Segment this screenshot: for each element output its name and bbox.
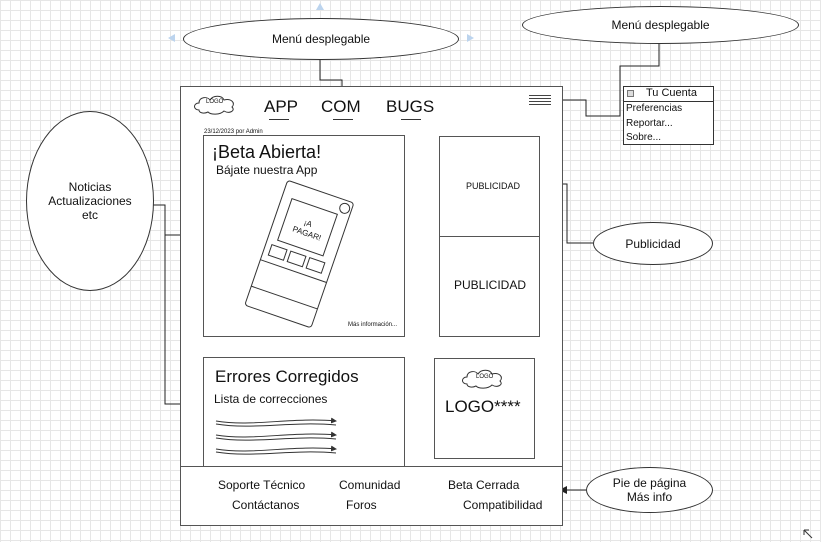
ad-slot-top-label: PUBLICIDAD — [466, 181, 521, 191]
footer-compatibility-link[interactable]: Compatibilidad — [463, 498, 543, 512]
callout-ads: Publicidad — [593, 222, 713, 265]
beta-post-title: ¡Beta Abierta! — [212, 142, 322, 162]
callout-news-line-2: Actualizaciones — [48, 194, 132, 208]
callout-news-line-1: Noticias — [68, 180, 112, 194]
dropdown-item-preferences[interactable]: Preferencias — [626, 103, 683, 114]
callout-ads-label: Publicidad — [625, 236, 681, 251]
nav-com[interactable]: COM — [321, 97, 361, 116]
logo-card-cloud-icon — [462, 369, 502, 389]
footer-contact-link[interactable]: Contáctanos — [232, 498, 300, 512]
selection-handles — [168, 3, 474, 42]
ad-slot-bottom: PUBLICIDAD — [439, 236, 540, 337]
beta-post-subtitle: Bájate nuestra App — [216, 163, 318, 177]
nav-bugs[interactable]: BUGS — [386, 97, 435, 116]
nav-app-underline — [269, 119, 289, 120]
account-dropdown: Tu Cuenta Preferencias Reportar... Sobre… — [623, 86, 714, 145]
callout-menu-right: Menú desplegable — [522, 6, 799, 44]
callout-footer: Pie de página Más info — [586, 467, 713, 513]
resize-cursor-icon — [803, 529, 813, 539]
callout-news-line-3: etc — [81, 208, 98, 222]
hamburger-menu-icon[interactable] — [529, 94, 551, 108]
dropdown-header: Tu Cuenta — [624, 87, 713, 102]
callout-footer-line-1: Pie de página — [612, 476, 687, 490]
post-meta: 23/12/2023 por Admin — [204, 129, 263, 135]
callout-news: Noticias Actualizaciones etc — [26, 111, 154, 291]
errors-subtitle: Lista de correcciones — [214, 392, 328, 406]
logo-card-small-text: LOGO — [476, 374, 494, 380]
nav-com-underline — [333, 119, 353, 120]
callout-footer-line-2: Más info — [626, 490, 673, 504]
footer-support-link[interactable]: Soporte Técnico — [218, 478, 306, 492]
dropdown-item-about[interactable]: Sobre... — [626, 132, 662, 143]
footer-closed-beta-link[interactable]: Beta Cerrada — [448, 478, 520, 492]
errors-card: Errores Corregidos Lista de correcciones — [203, 357, 405, 467]
footer-forums-link[interactable]: Foros — [346, 498, 377, 512]
dropdown-header-icon — [627, 90, 634, 97]
ad-slot-bottom-label: PUBLICIDAD — [454, 278, 527, 292]
header-logo-cloud-icon — [194, 95, 234, 115]
callout-menu-right-label: Menú desplegable — [611, 18, 710, 32]
footer: Soporte Técnico Contáctanos Comunidad Fo… — [181, 466, 562, 526]
footer-community-link[interactable]: Comunidad — [339, 478, 401, 492]
errors-list-arrows-icon — [215, 417, 337, 455]
header-logo-text[interactable]: LOGO — [206, 99, 224, 105]
callout-menu-top-label: Menú desplegable — [271, 32, 371, 46]
nav-bugs-underline — [401, 119, 421, 120]
errors-title: Errores Corregidos — [215, 367, 359, 386]
connector-menu-right — [552, 43, 660, 117]
page-wireframe: LOGO APP COM BUGS 23/12/2023 por Admin ¡… — [180, 86, 563, 526]
beta-post-card: ¡Beta Abierta! Bájate nuestra App ¡A PAG… — [203, 135, 405, 337]
logo-card-big-text: LOGO**** — [445, 397, 521, 416]
dropdown-title[interactable]: Tu Cuenta — [646, 87, 697, 99]
nav-app[interactable]: APP — [264, 97, 299, 116]
ad-slot-top: PUBLICIDAD — [439, 136, 540, 237]
dropdown-item-report[interactable]: Reportar... — [626, 118, 673, 129]
phone-sketch-icon — [245, 180, 354, 328]
logo-card: LOGO LOGO**** — [434, 358, 535, 459]
beta-post-more-link[interactable]: Más información... — [348, 322, 398, 328]
callout-menu-top: Menú desplegable — [183, 18, 459, 60]
